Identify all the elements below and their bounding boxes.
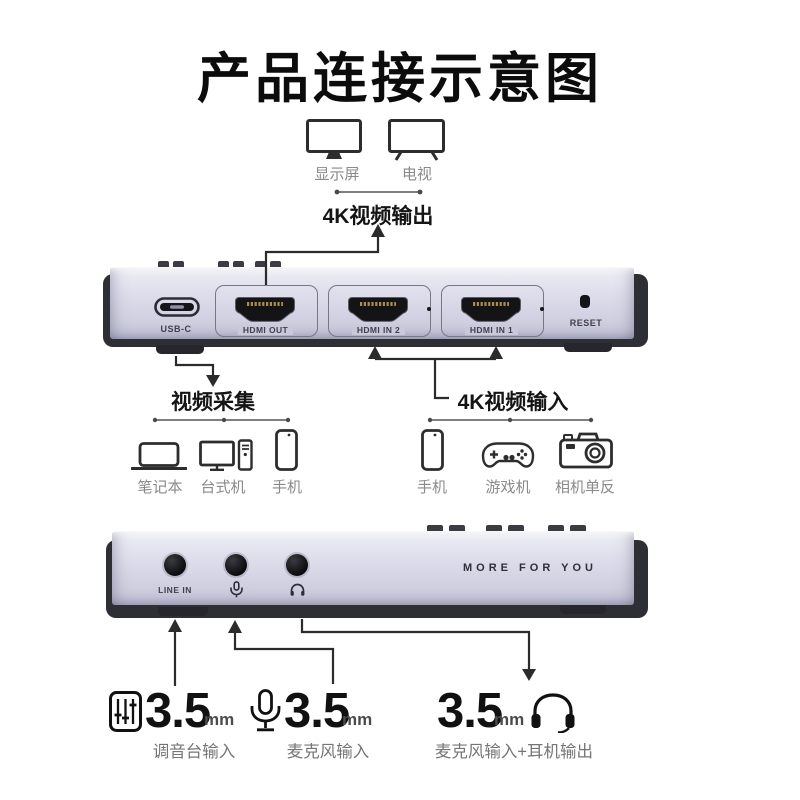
hdmi-in1-outline bbox=[441, 285, 544, 337]
input-caption: 4K视频输入 bbox=[457, 391, 569, 414]
hdmi-out-port bbox=[235, 297, 295, 322]
capture-span-line bbox=[152, 417, 291, 423]
desktop-icon bbox=[199, 439, 253, 471]
hdmi-out-label: HDMI OUT bbox=[237, 325, 294, 335]
hdmi-in2-led bbox=[427, 307, 431, 311]
tv-icon bbox=[388, 119, 445, 161]
headphone-jack bbox=[286, 554, 308, 576]
audio-size-2: 3.5 bbox=[284, 684, 350, 738]
audio-label-mixer: 调音台输入 bbox=[152, 743, 236, 761]
audio-unit-2: mm bbox=[342, 710, 373, 729]
hdmi-out-outline bbox=[215, 285, 318, 337]
audio-label-mic: 麦克风输入 bbox=[286, 743, 370, 761]
gamepad-icon bbox=[481, 442, 535, 468]
reset-label: RESET bbox=[569, 318, 603, 328]
hdmi-in1-label-wrap: HDMI IN 1 bbox=[441, 325, 542, 335]
usb-c-port bbox=[154, 297, 200, 317]
device-foot bbox=[564, 343, 612, 352]
audio-size-3: 3.5 bbox=[437, 684, 503, 738]
audio-size-1: 3.5 bbox=[145, 684, 211, 738]
hdmi-in2-outline bbox=[328, 285, 431, 337]
device-label-phone: 手机 bbox=[416, 479, 447, 496]
microphone-icon bbox=[250, 689, 281, 732]
panel-top-nub bbox=[233, 261, 244, 269]
monitor-span-line bbox=[334, 189, 423, 195]
page-title: 产品连接示意图 bbox=[197, 49, 603, 109]
device-foot bbox=[158, 607, 208, 616]
audio-unit-1: mm bbox=[204, 710, 235, 729]
phone-icon bbox=[275, 429, 298, 471]
audio-unit-3: mm bbox=[494, 710, 525, 729]
device-foot bbox=[560, 605, 606, 614]
tv-label: 电视 bbox=[401, 166, 432, 183]
panel-top-nub bbox=[158, 261, 169, 269]
device-label-phone: 手机 bbox=[271, 479, 302, 496]
mixer-icon bbox=[109, 691, 142, 732]
phone-icon bbox=[421, 429, 444, 471]
hdmi-in1-label: HDMI IN 1 bbox=[464, 325, 519, 335]
capture-arrow bbox=[174, 356, 220, 387]
panel-top-nub bbox=[218, 261, 229, 269]
hdmi-in1-led bbox=[540, 307, 544, 311]
camera-icon bbox=[559, 432, 613, 469]
slogan-text: MORE FOR YOU bbox=[463, 562, 597, 574]
audio-label-mic-headphone: 麦克风输入+耳机输出 bbox=[434, 743, 594, 761]
device-foot bbox=[156, 345, 204, 354]
input-span-line bbox=[427, 417, 594, 423]
mic-jack bbox=[225, 554, 247, 576]
panel-bottom-nub bbox=[449, 525, 465, 533]
output-caption: 4K视频输出 bbox=[322, 205, 434, 228]
audio-device-front-face bbox=[112, 531, 634, 605]
mic-glyph-icon bbox=[230, 581, 243, 598]
panel-bottom-nub bbox=[570, 525, 586, 533]
device-label-console: 游戏机 bbox=[485, 479, 531, 496]
headphone-arrow bbox=[300, 619, 536, 681]
line-in-label: LINE IN bbox=[158, 585, 192, 595]
usb-c-label: USB-C bbox=[160, 324, 192, 334]
device-label-camera: 相机单反 bbox=[554, 479, 615, 496]
panel-bottom-nub bbox=[486, 525, 502, 533]
line-in-arrow bbox=[168, 619, 182, 686]
panel-top-nub bbox=[173, 261, 184, 269]
line-in-jack bbox=[164, 554, 186, 576]
monitor-label: 显示屏 bbox=[314, 166, 360, 183]
laptop-icon bbox=[131, 442, 187, 470]
headset-icon bbox=[531, 693, 575, 733]
hdmi-in2-port bbox=[348, 297, 408, 322]
device-label-laptop: 笔记本 bbox=[137, 479, 183, 496]
headphone-glyph-icon bbox=[290, 583, 305, 596]
panel-bottom-nub bbox=[508, 525, 524, 533]
panel-bottom-nub bbox=[548, 525, 564, 533]
hdmi-out-label-wrap: HDMI OUT bbox=[215, 325, 316, 335]
reset-button bbox=[580, 295, 590, 308]
hdmi-in1-port bbox=[461, 297, 521, 322]
device-label-desktop: 台式机 bbox=[200, 479, 246, 496]
mic-arrow bbox=[228, 620, 335, 684]
capture-caption: 视频采集 bbox=[171, 391, 255, 414]
panel-top-nub bbox=[255, 261, 266, 269]
hdmi-in2-label: HDMI IN 2 bbox=[351, 325, 406, 335]
panel-bottom-nub bbox=[427, 525, 443, 533]
hdmi-in2-label-wrap: HDMI IN 2 bbox=[328, 325, 429, 335]
monitor-icon bbox=[306, 119, 362, 159]
